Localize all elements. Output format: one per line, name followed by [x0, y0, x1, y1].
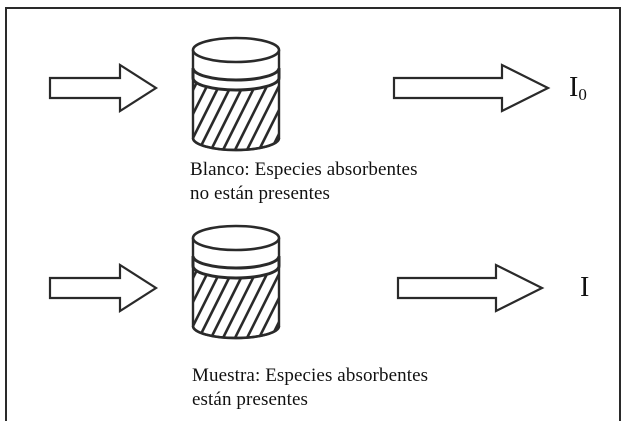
sample-intensity-symbol: I: [580, 272, 590, 303]
sample-caption: Muestra: Especies absorbentes están pres…: [192, 364, 428, 412]
blank-intensity-label: I0: [569, 72, 587, 104]
diagram-frame: [5, 7, 621, 421]
blank-input-arrow: [48, 62, 159, 114]
blank-caption: Blanco: Especies absorbentes no están pr…: [190, 158, 418, 206]
blank-output-arrow: [392, 63, 551, 113]
blank-intensity-symbol: I: [569, 72, 579, 103]
sample-cuvette: [191, 224, 281, 340]
sample-caption-line-2: están presentes: [192, 389, 308, 410]
sample-intensity-label: I: [580, 274, 589, 302]
sample-caption-line-1: Muestra: Especies absorbentes: [192, 365, 429, 386]
blank-cuvette: [191, 36, 281, 152]
sample-input-arrow: [48, 262, 159, 314]
blank-caption-line-2: no están presentes: [190, 183, 331, 204]
sample-output-arrow: [396, 263, 545, 313]
blank-caption-line-1: Blanco: Especies absorbentes: [190, 159, 418, 180]
blank-intensity-subscript: 0: [578, 85, 587, 104]
